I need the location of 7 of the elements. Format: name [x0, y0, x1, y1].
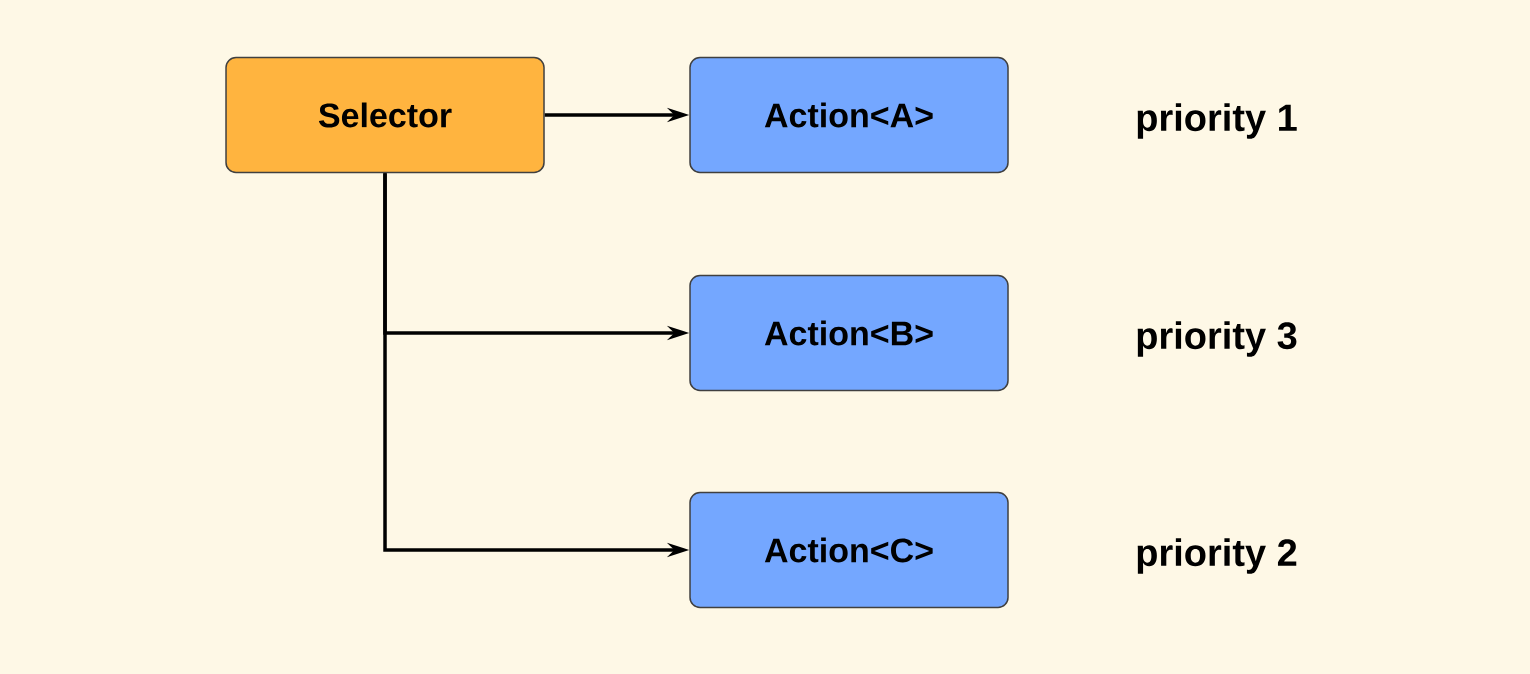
action-box: Action<B> — [689, 274, 1009, 392]
priority-label: priority 3 — [1137, 321, 1297, 357]
action-box: Action<C> — [689, 491, 1009, 609]
action-box: Action<A> — [689, 56, 1009, 174]
selector-box: Selector — [225, 56, 545, 174]
priority-label: priority 1 — [1137, 103, 1297, 139]
priority-label: priority 2 — [1137, 538, 1297, 574]
